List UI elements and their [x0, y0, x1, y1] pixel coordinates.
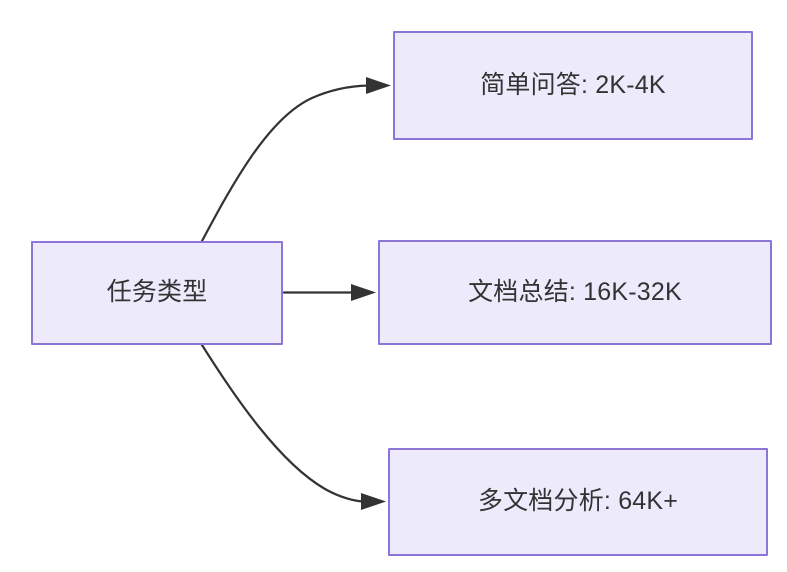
node-doc-summary[interactable]: 文档总结: 16K-32K: [378, 240, 772, 345]
node-task-type[interactable]: 任务类型: [31, 241, 283, 345]
node-doc-summary-label: 文档总结: 16K-32K: [468, 277, 682, 306]
node-multi-doc-analysis[interactable]: 多文档分析: 64K+: [388, 448, 768, 556]
node-multi-doc-analysis-label: 多文档分析: 64K+: [477, 487, 679, 516]
arrow-head-up-icon: [366, 77, 391, 94]
edge-curve-up: [200, 84, 370, 243]
node-simple-qa-label: 简单问答: 2K-4K: [480, 70, 666, 99]
node-simple-qa[interactable]: 简单问答: 2K-4K: [393, 31, 753, 140]
edge-task-type-to-simple-qa: [200, 77, 391, 243]
arrow-head-down-icon: [361, 493, 386, 510]
edge-task-type-to-doc-summary: [282, 284, 376, 301]
edge-curve-down: [200, 343, 365, 503]
edge-task-type-to-multi-doc-analysis: [200, 343, 386, 510]
arrow-head-straight-icon: [351, 284, 376, 301]
node-task-type-label: 任务类型: [106, 278, 208, 307]
